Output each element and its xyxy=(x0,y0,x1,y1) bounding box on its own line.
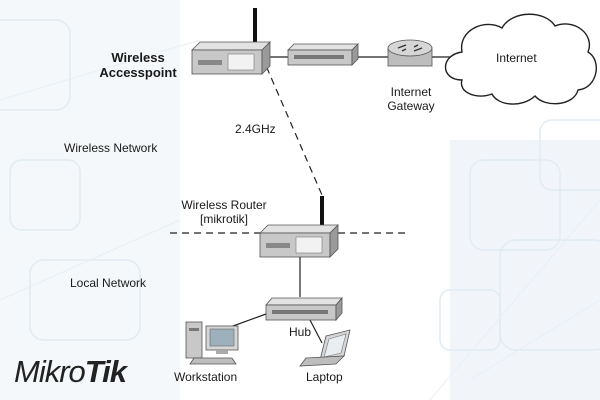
internet-gateway-label-line2: Gateway xyxy=(387,99,435,113)
internet-cloud-icon xyxy=(445,13,597,105)
workstation-icon xyxy=(185,321,239,365)
wireless-accesspoint-label: Wireless Accesspoint xyxy=(88,50,188,80)
laptop-label: Laptop xyxy=(306,370,343,384)
mikrotik-logo: MikroTik xyxy=(14,354,127,389)
frequency-label: 2.4GHz xyxy=(235,122,276,136)
internet-label: Internet xyxy=(496,51,537,65)
logo-part2: Tik xyxy=(84,354,127,389)
wireless-accesspoint-label-line1: Wireless xyxy=(111,50,165,65)
wireless-router-label-line1: Wireless Router xyxy=(181,198,267,212)
hub-icon xyxy=(265,296,343,322)
workstation-label: Workstation xyxy=(174,370,238,384)
wireless-router-label-line2: [mikrotik] xyxy=(200,212,248,226)
wireless-accesspoint-icon xyxy=(191,8,271,75)
wireless-router-icon xyxy=(259,196,339,258)
switch-icon xyxy=(287,43,359,66)
gateway-router-icon xyxy=(387,39,433,67)
internet-gateway-label-line1: Internet xyxy=(390,85,432,99)
wireless-accesspoint-label-line2: Accesspoint xyxy=(99,65,177,80)
internet-gateway-label: Internet Gateway xyxy=(380,85,442,113)
local-network-label: Local Network xyxy=(70,276,147,290)
wireless-network-label: Wireless Network xyxy=(64,141,158,155)
wireless-router-label: Wireless Router [mikrotik] xyxy=(166,198,282,226)
hub-label: Hub xyxy=(289,325,312,339)
laptop-icon xyxy=(299,329,351,367)
logo-part1: Mikro xyxy=(14,354,86,389)
hub-to-laptop-link xyxy=(309,319,323,344)
connections xyxy=(170,44,462,344)
wireless-link xyxy=(256,44,323,196)
